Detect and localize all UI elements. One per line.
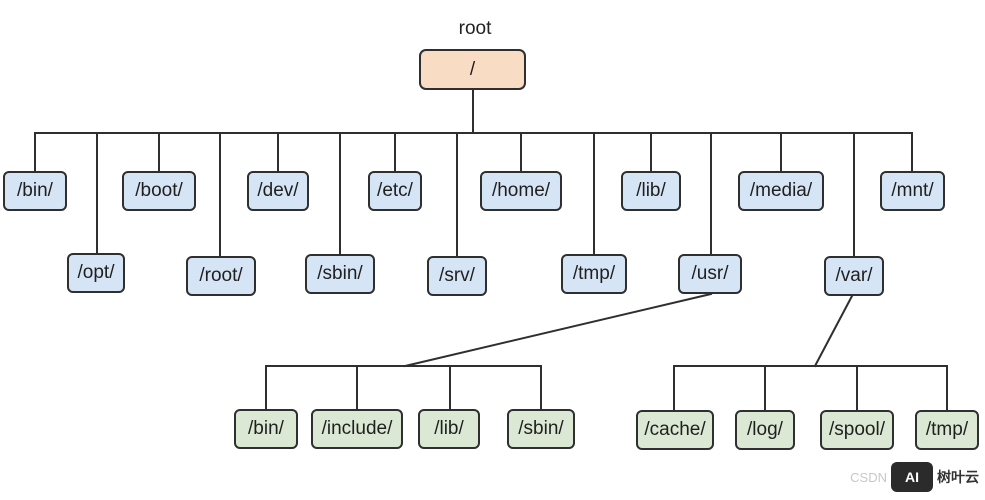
dir-node-lib[interactable]: /lib/ — [621, 171, 681, 211]
dir-node-var[interactable]: /var/ — [824, 256, 884, 296]
dir-node-var-tmp[interactable]: /tmp/ — [915, 410, 979, 450]
watermark-brand: 树叶云 — [937, 469, 979, 485]
root-caption: root — [458, 18, 492, 39]
dir-node-bin[interactable]: /bin/ — [3, 171, 67, 211]
dir-node-opt[interactable]: /opt/ — [67, 253, 125, 293]
root-node[interactable]: / — [419, 49, 526, 90]
watermark: CSDN AI 树叶云 — [850, 462, 979, 492]
dir-node-usr-include[interactable]: /include/ — [311, 409, 403, 449]
dir-node-usr-sbin[interactable]: /sbin/ — [507, 409, 575, 449]
dir-node-usr-bin[interactable]: /bin/ — [234, 409, 298, 449]
watermark-text: CSDN — [850, 469, 887, 485]
dir-node-root[interactable]: /root/ — [186, 256, 256, 296]
dir-node-sbin[interactable]: /sbin/ — [305, 254, 375, 294]
dir-node-var-cache[interactable]: /cache/ — [636, 410, 714, 450]
dir-node-usr-lib[interactable]: /lib/ — [418, 409, 480, 449]
dir-node-boot[interactable]: /boot/ — [122, 171, 196, 211]
dir-node-var-spool[interactable]: /spool/ — [820, 410, 894, 450]
connector-var-diagonal — [813, 294, 854, 368]
dir-node-srv[interactable]: /srv/ — [427, 256, 487, 296]
dir-node-usr[interactable]: /usr/ — [678, 254, 742, 294]
dir-node-tmp[interactable]: /tmp/ — [561, 254, 627, 294]
dir-node-etc[interactable]: /etc/ — [368, 171, 422, 211]
dir-node-dev[interactable]: /dev/ — [247, 171, 309, 211]
watermark-logo-icon: AI — [891, 462, 933, 492]
dir-node-var-log[interactable]: /log/ — [735, 410, 795, 450]
connector-usr-diagonal — [403, 292, 713, 368]
dir-node-media[interactable]: /media/ — [738, 171, 824, 211]
dir-node-home[interactable]: /home/ — [480, 171, 562, 211]
dir-node-mnt[interactable]: /mnt/ — [880, 171, 945, 211]
